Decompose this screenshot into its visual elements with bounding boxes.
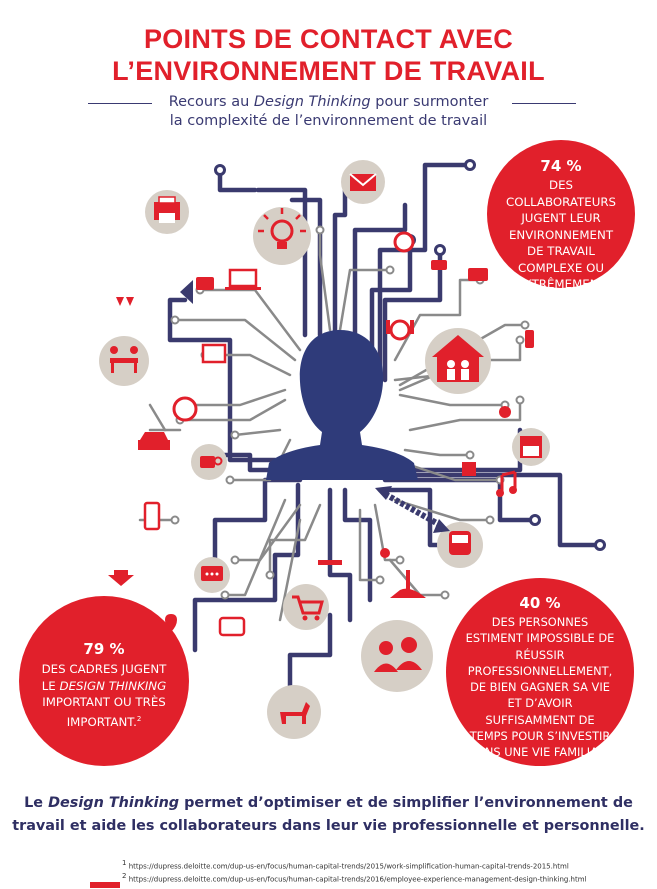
- icon-circles: [99, 160, 550, 739]
- soccer-ball-icon: [172, 396, 198, 422]
- download-icon: [108, 570, 134, 586]
- knife-icon: [410, 320, 414, 334]
- palm-tree-icon: [390, 588, 426, 598]
- stat-circle-79: 79 % DES CADRES JUGENT LE DESIGN THINKIN…: [19, 596, 189, 766]
- stat-40-text: DES PERSONNES ESTIMENT IMPOSSIBLE DE RÉU…: [465, 615, 615, 779]
- plate-icon: [389, 319, 411, 341]
- stat-79-value: 79 %: [83, 640, 125, 658]
- stat-circle-74: 74 % DES COLLABORATEURS JUGENT LEUR ENVI…: [487, 140, 635, 310]
- wine-glasses-icon: [116, 297, 134, 306]
- camera-icon: [218, 616, 246, 637]
- car-icon: [138, 432, 170, 450]
- traffic-light-icon: [525, 330, 534, 348]
- apple-icon: [499, 406, 511, 418]
- fork-icon: [386, 320, 390, 334]
- subtitle-rule-left: [88, 103, 152, 104]
- page-title-line1: POINTS DE CONTACT AVEC: [143, 24, 514, 54]
- footnote-2: 2 https://dupress.deloitte.com/dup-us-en…: [122, 872, 587, 884]
- brand-bar: [90, 882, 120, 888]
- lightbulb-icon-circle: [253, 207, 311, 265]
- connector-path: [255, 187, 308, 338]
- arrow-icon: [180, 280, 193, 304]
- laptop-icon: [228, 268, 258, 288]
- head-silhouette: [266, 330, 418, 480]
- people-icon-circle: [361, 620, 433, 692]
- cyclist-icon: [380, 548, 390, 558]
- double-arrow-icon: [375, 486, 450, 533]
- stat-74-text: DES COLLABORATEURS JUGENT LEUR ENVIRONNE…: [505, 178, 617, 311]
- small-icons: [108, 231, 534, 637]
- thumbs-up-icon: [462, 462, 476, 476]
- stat-circle-40: 40 % DES PERSONNES ESTIMENT IMPOSSIBLE D…: [446, 578, 634, 778]
- stat-40-value: 40 %: [519, 594, 561, 612]
- stat-74-value: 74 %: [540, 157, 582, 175]
- page-title-line2: L’ENVIRONNEMENT DE TRAVAIL: [112, 56, 545, 86]
- subtitle: Recours au Design Thinking pour surmonte…: [168, 94, 489, 129]
- chat-bubble-icon: [196, 277, 214, 290]
- alarm-clock-icon: [393, 231, 415, 253]
- dumbbell-icon: [318, 560, 342, 565]
- cctv-icon: [431, 260, 447, 270]
- music-note-icon: [500, 470, 517, 492]
- cooking-pot-icon: [468, 268, 488, 281]
- conclusion-text: Le Design Thinking permet d’optimiser et…: [12, 795, 645, 834]
- subtitle-rule-right: [512, 103, 576, 104]
- picture-icon: [201, 343, 227, 364]
- smartphone-icon: [143, 501, 161, 531]
- footnote-1: 1 https://dupress.deloitte.com/dup-us-en…: [122, 859, 569, 871]
